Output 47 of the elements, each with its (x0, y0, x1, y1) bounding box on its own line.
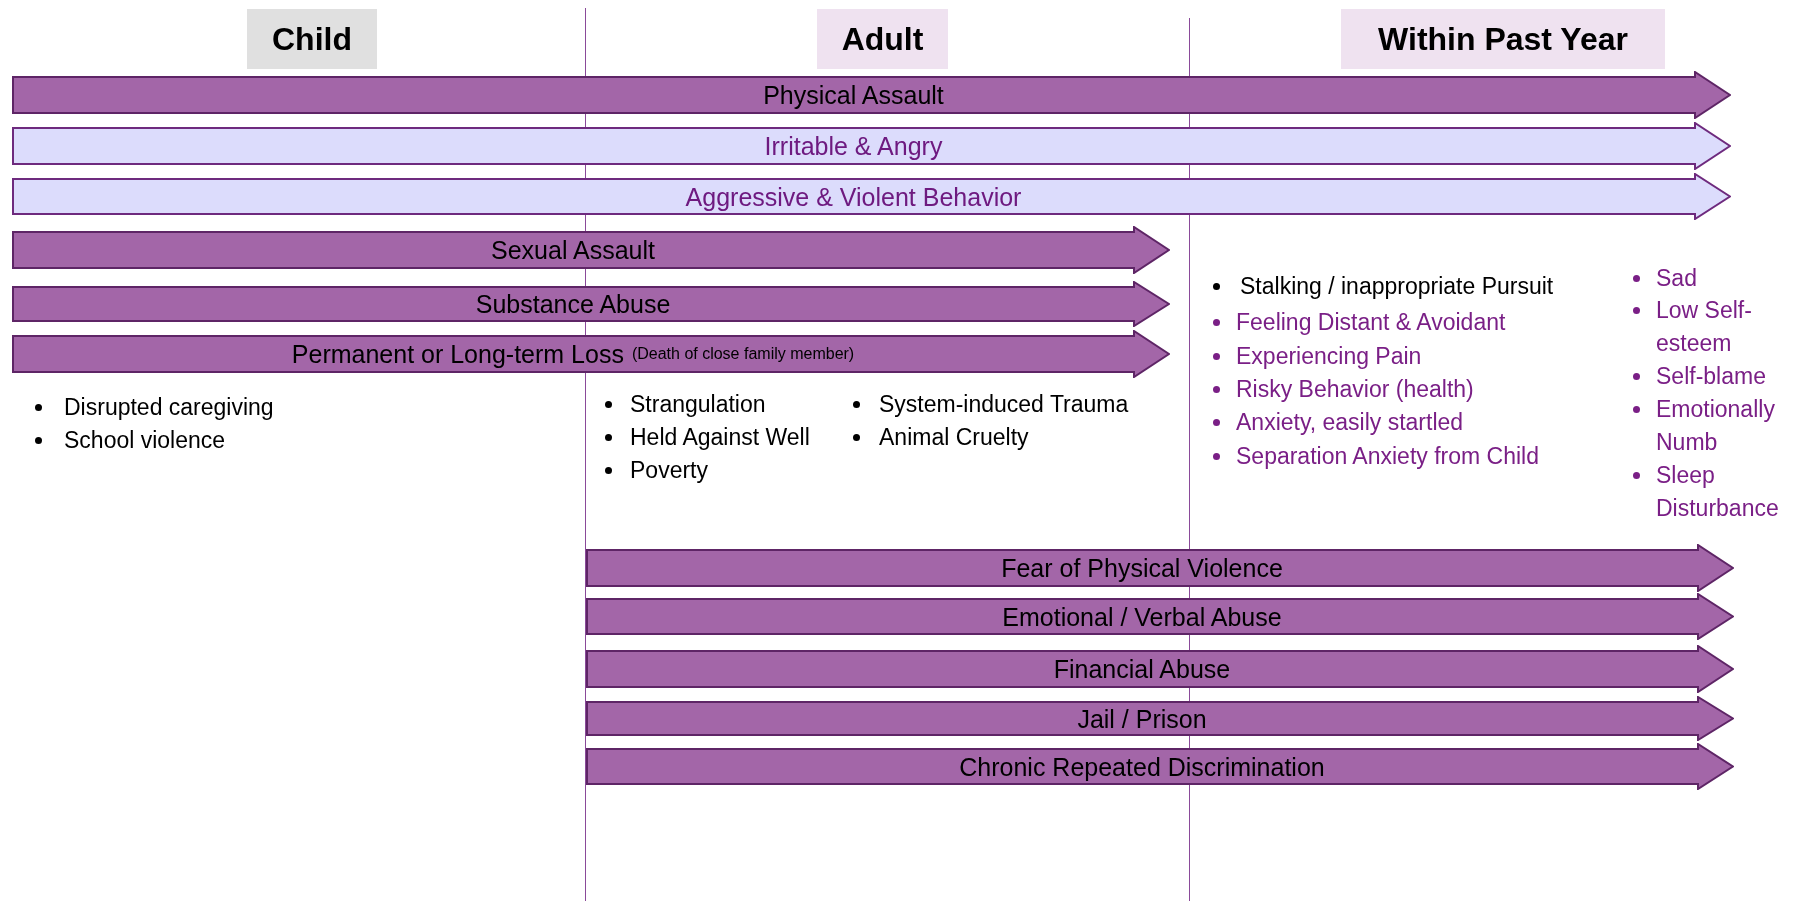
list-item: Anxiety, easily startled (1236, 408, 1464, 437)
list-item: School violence (64, 426, 226, 455)
list-item: Poverty (630, 456, 708, 485)
header-text: Within Past Year (1378, 20, 1628, 58)
arrow-band (12, 330, 1170, 378)
list-item: Held Against Well (630, 423, 810, 452)
arrow-band (12, 281, 1170, 327)
list-item: Separation Anxiety from Child (1236, 442, 1539, 471)
band-label: Aggressive & Violent Behavior (685, 181, 1022, 212)
list-item: System-induced Trauma (879, 390, 1129, 419)
list-item: Disrupted caregiving (64, 393, 274, 422)
band-label: Substance Abuse (475, 289, 671, 319)
list-item: Sad (1656, 264, 1697, 293)
list-item: Self-blame (1656, 362, 1766, 391)
arrow-band (12, 122, 1731, 170)
arrow-band (586, 544, 1734, 592)
header-text: Adult (841, 20, 924, 58)
band-note: (Death of close family member) (631, 344, 855, 364)
header-text: Child (272, 20, 352, 58)
list-item: Sleep Disturbance (1656, 461, 1780, 523)
list-item: Feeling Distant & Avoidant (1236, 308, 1506, 337)
column-header (1341, 9, 1665, 69)
list-item: Experiencing Pain (1236, 342, 1422, 371)
band-label: Emotional / Verbal Abuse (1002, 601, 1282, 632)
arrow-band (12, 226, 1170, 274)
list-item: Animal Cruelty (879, 423, 1029, 452)
list-item: Stalking / inappropriate Pursuit (1240, 272, 1554, 301)
column-header (817, 9, 948, 69)
list-item: Strangulation (630, 390, 766, 419)
arrow-band (586, 593, 1734, 640)
column-header (247, 9, 377, 69)
band-label: Irritable & Angry (764, 131, 943, 161)
arrow-band (12, 71, 1731, 119)
band-label: Chronic Repeated Discrimination (959, 751, 1325, 782)
list-item: Low Self-esteem (1656, 296, 1753, 358)
band-label: Jail / Prison (1077, 703, 1207, 734)
arrow-band (586, 696, 1734, 741)
band-label: Financial Abuse (1053, 654, 1231, 684)
list-item: Risky Behavior (health) (1236, 375, 1474, 404)
list-item: Emotionally Numb (1656, 395, 1776, 457)
band-label: Sexual Assault (491, 235, 655, 265)
arrow-band (586, 645, 1734, 693)
band-label: Permanent or Long-term Loss (291, 339, 624, 369)
band-label: Physical Assault (763, 80, 944, 110)
arrow-band (586, 743, 1734, 790)
band-label: Fear of Physical Violence (1001, 553, 1283, 583)
arrow-band (12, 173, 1731, 220)
